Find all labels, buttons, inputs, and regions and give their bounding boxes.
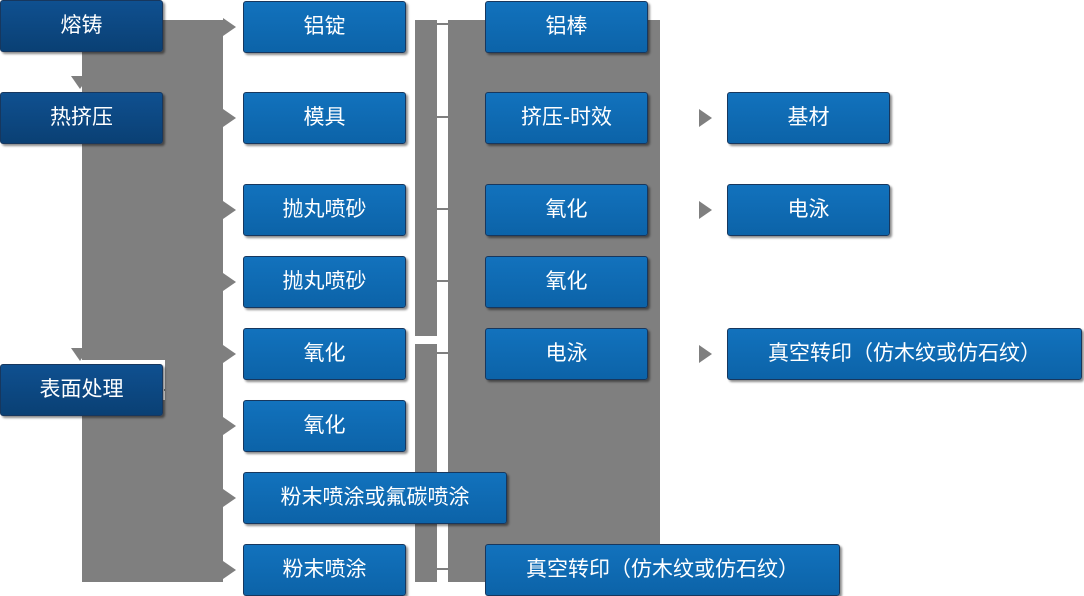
product-box-electrophoresis[interactable]: 电泳: [727, 184, 890, 236]
rung-c3-oxidation1: [435, 208, 451, 210]
stage-box-surface-treatment[interactable]: 表面处理: [0, 364, 163, 416]
stage-box-melting[interactable]: 熔铸: [0, 0, 163, 52]
arrow-to-c4-vacuum: [699, 345, 712, 363]
process-box-oxidation-1[interactable]: 氧化: [243, 328, 406, 380]
process-label-extrusion-aging: 挤压-时效: [521, 105, 612, 129]
rung-c3-vacuum: [435, 568, 451, 570]
arrow-to-c2-oxidation-1: [223, 345, 236, 363]
process-label-die: 模具: [303, 105, 346, 129]
rung-c3-bar: [435, 23, 451, 25]
arrow-to-c2-shotblast-1: [223, 201, 236, 219]
product-box-substrate[interactable]: 基材: [727, 92, 890, 144]
process-label-oxidation-3: 氧化: [545, 197, 588, 221]
process-box-electrophoresis-1[interactable]: 电泳: [485, 328, 648, 380]
process-label-powder-coating: 粉末喷涂: [282, 557, 367, 581]
process-box-oxidation-4[interactable]: 氧化: [485, 256, 648, 308]
process-label-shotblast-1: 抛丸喷砂: [282, 197, 367, 221]
stage-label-extrusion: 热挤压: [50, 105, 113, 129]
product-box-vacuum-transfer[interactable]: 真空转印（仿木纹或仿石纹）: [727, 328, 1082, 380]
connector-bar-left-notch: [165, 360, 223, 582]
process-label-ingot: 铝锭: [303, 14, 346, 38]
process-box-shotblast-1[interactable]: 抛丸喷砂: [243, 184, 406, 236]
connector-bar-mid-inner-2: [415, 344, 437, 582]
process-label-aluminum-bar: 铝棒: [545, 14, 588, 38]
process-box-shotblast-2[interactable]: 抛丸喷砂: [243, 256, 406, 308]
process-label-oxidation-4: 氧化: [545, 269, 588, 293]
product-label-electrophoresis: 电泳: [787, 197, 830, 221]
stage-label-melting: 熔铸: [60, 13, 103, 37]
arrow-to-c2-powder: [223, 561, 236, 579]
rung-c3-oxidation2: [435, 280, 451, 282]
process-box-vacuum-transfer-1[interactable]: 真空转印（仿木纹或仿石纹）: [485, 544, 840, 596]
arrow-to-c2-ingot: [223, 18, 236, 36]
connector-surface-to-bar: [164, 389, 186, 391]
process-label-powder-fluorocarbon: 粉末喷涂或氟碳喷涂: [280, 485, 470, 509]
arrow-to-c2-die: [223, 109, 236, 127]
process-box-powder-coating[interactable]: 粉末喷涂: [243, 544, 406, 596]
arrow-to-c4-substrate: [699, 109, 712, 127]
rung-c3-edeposit: [435, 352, 451, 354]
process-box-powder-fluorocarbon[interactable]: 粉末喷涂或氟碳喷涂: [243, 472, 507, 524]
rung-c3-extrude: [435, 116, 451, 118]
arrow-down-melting-to-extrude: [71, 76, 89, 89]
stage-label-surface-treatment: 表面处理: [39, 377, 124, 401]
process-label-oxidation-1: 氧化: [303, 341, 346, 365]
product-label-substrate: 基材: [787, 105, 830, 129]
arrow-to-c2-oxidation-2: [223, 417, 236, 435]
process-label-shotblast-2: 抛丸喷砂: [282, 269, 367, 293]
stage-box-extrusion[interactable]: 热挤压: [0, 92, 163, 144]
process-box-ingot[interactable]: 铝锭: [243, 1, 406, 53]
arrow-to-c4-edeposit: [699, 201, 712, 219]
process-box-aluminum-bar[interactable]: 铝棒: [485, 1, 648, 53]
process-label-vacuum-transfer-1: 真空转印（仿木纹或仿石纹）: [526, 557, 799, 581]
process-box-oxidation-3[interactable]: 氧化: [485, 184, 648, 236]
arrow-down-extrude-to-surface: [71, 348, 89, 361]
process-box-extrusion-aging[interactable]: 挤压-时效: [485, 92, 648, 144]
arrow-to-c2-powder-fluor: [223, 489, 236, 507]
process-box-die[interactable]: 模具: [243, 92, 406, 144]
process-label-oxidation-2: 氧化: [303, 413, 346, 437]
process-label-electrophoresis-1: 电泳: [545, 341, 588, 365]
connector-bar-mid-inner: [415, 20, 437, 336]
product-label-vacuum-transfer: 真空转印（仿木纹或仿石纹）: [768, 341, 1041, 365]
connector-bar-left-upper: [82, 20, 223, 360]
process-box-oxidation-2[interactable]: 氧化: [243, 400, 406, 452]
arrow-to-c2-shotblast-2: [223, 273, 236, 291]
